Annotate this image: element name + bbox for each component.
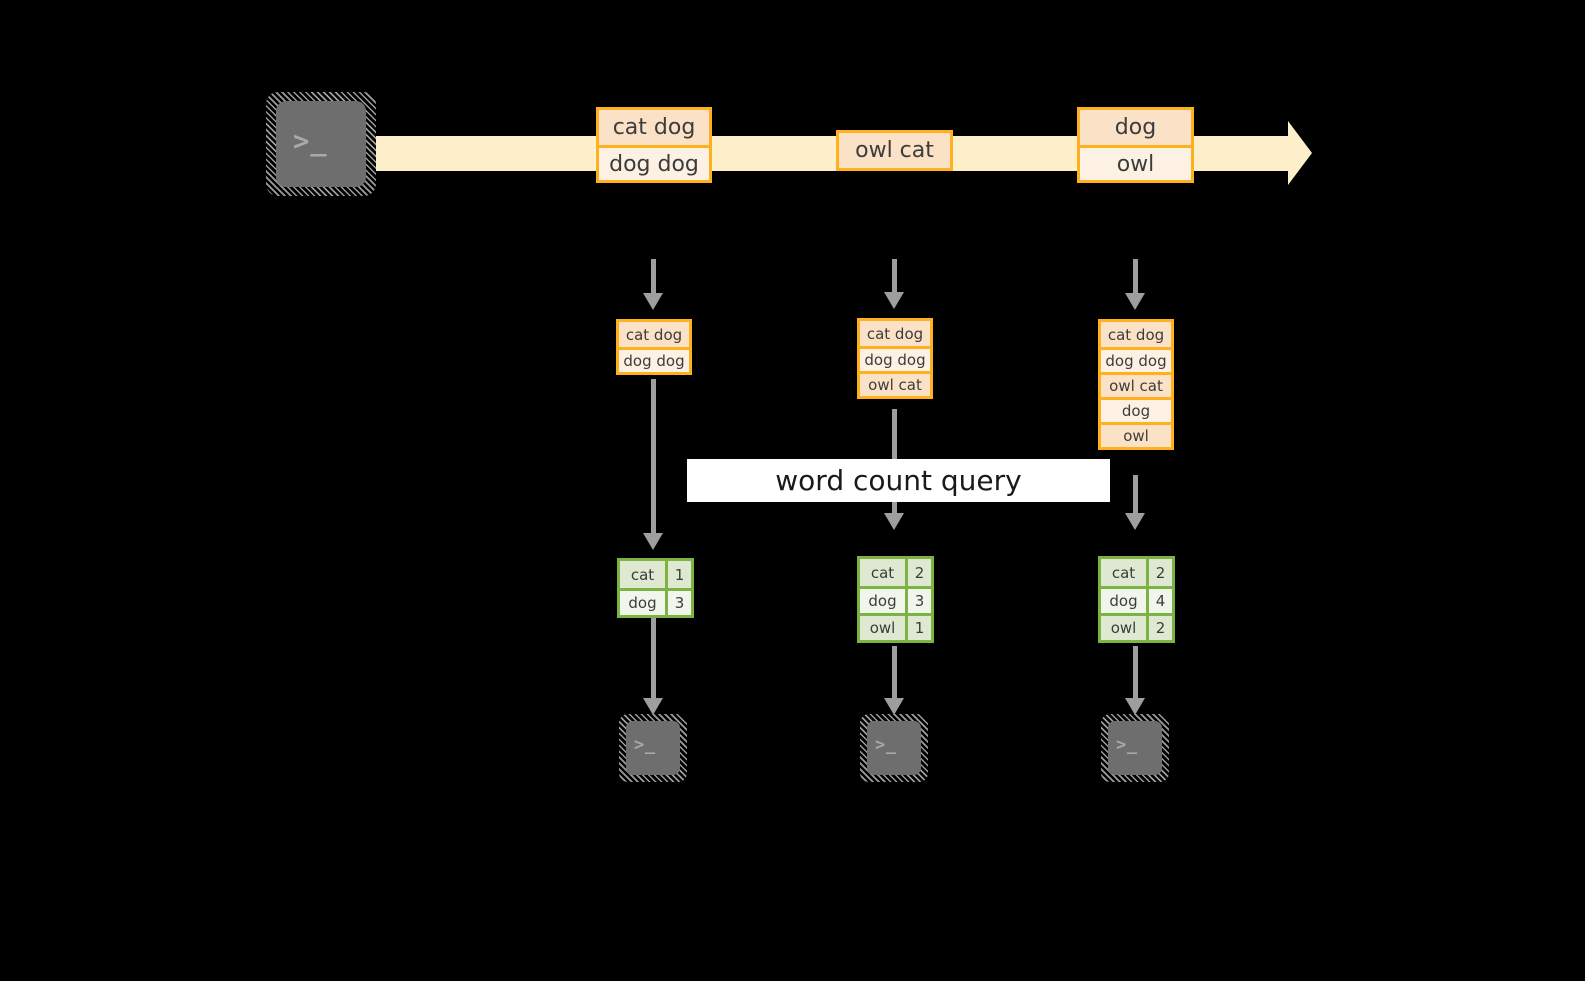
- snapshot-1: cat dog dog dog: [616, 319, 692, 375]
- table-row: owl 1: [860, 613, 931, 640]
- result-2-count-2: 3: [905, 589, 931, 613]
- stream-record-1: cat dog dog dog: [596, 107, 712, 183]
- sink-terminal-icon-3: >_: [1101, 714, 1169, 782]
- snapshot-3-dashed-arrowhead: [1125, 293, 1145, 310]
- terminal-prompt-glyph: >_: [875, 735, 897, 755]
- result-2-word-2: dog: [860, 589, 906, 613]
- result-1-word-2: dog: [620, 591, 666, 615]
- result-3-word-3: owl: [1101, 616, 1147, 640]
- result-3-word-2: dog: [1101, 589, 1147, 613]
- query-1-connector: [651, 379, 656, 544]
- terminal-body: [1108, 721, 1162, 775]
- stream-record-3-line-2: owl: [1080, 145, 1191, 180]
- stream-record-2-line-1: owl cat: [839, 133, 950, 168]
- query-3-arrowhead: [1125, 513, 1145, 530]
- result-2-count-1: 2: [905, 559, 931, 586]
- terminal-prompt-glyph: >_: [1116, 735, 1138, 755]
- result-table-2: cat 2 dog 3 owl 1: [857, 556, 934, 643]
- result-1-count-2: 3: [665, 591, 691, 615]
- snapshot-3-line-4: dog: [1101, 397, 1171, 422]
- result-3-count-3: 2: [1146, 616, 1172, 640]
- result-2-count-3: 1: [905, 616, 931, 640]
- stream-record-1-line-2: dog dog: [599, 145, 709, 180]
- result-3-count-2: 4: [1146, 589, 1172, 613]
- sink-2-connector: [892, 646, 897, 706]
- query-2-arrowhead: [884, 513, 904, 530]
- snapshot-3: cat dog dog dog owl cat dog owl: [1098, 319, 1174, 450]
- snapshot-2-line-3: owl cat: [860, 371, 930, 396]
- snapshot-3-dashed-connector: [1133, 259, 1138, 297]
- stream-record-3: dog owl: [1077, 107, 1194, 183]
- table-row: cat 1: [620, 561, 691, 588]
- terminal-body: [276, 101, 366, 187]
- sink-1-arrowhead: [643, 698, 663, 715]
- stream-record-3-line-1: dog: [1080, 110, 1191, 145]
- snapshot-2-dashed-connector: [892, 259, 897, 297]
- snapshot-2-line-1: cat dog: [860, 321, 930, 346]
- sink-terminal-icon-1: >_: [619, 714, 687, 782]
- query-3-connector: [1133, 475, 1138, 522]
- result-1-count-1: 1: [665, 561, 691, 588]
- table-row: dog 3: [860, 586, 931, 613]
- snapshot-2-line-2: dog dog: [860, 346, 930, 371]
- sink-terminal-icon-2: >_: [860, 714, 928, 782]
- result-2-word-1: cat: [860, 559, 906, 586]
- snapshot-2: cat dog dog dog owl cat: [857, 318, 933, 399]
- sink-3-connector: [1133, 646, 1138, 706]
- snapshot-1-line-2: dog dog: [619, 347, 689, 372]
- table-row: owl 2: [1101, 613, 1172, 640]
- result-1-word-1: cat: [620, 561, 666, 588]
- snapshot-1-dashed-connector: [651, 259, 656, 297]
- table-row: cat 2: [1101, 559, 1172, 586]
- table-row: dog 4: [1101, 586, 1172, 613]
- result-3-word-1: cat: [1101, 559, 1147, 586]
- result-2-word-3: owl: [860, 616, 906, 640]
- sink-3-arrowhead: [1125, 698, 1145, 715]
- table-row: dog 3: [620, 588, 691, 615]
- terminal-body: [626, 721, 680, 775]
- result-table-3: cat 2 dog 4 owl 2: [1098, 556, 1175, 643]
- stream-band-arrowhead: [1288, 121, 1312, 185]
- snapshot-3-line-2: dog dog: [1101, 347, 1171, 372]
- sink-2-arrowhead: [884, 698, 904, 715]
- table-row: cat 2: [860, 559, 931, 586]
- snapshot-2-dashed-arrowhead: [884, 292, 904, 309]
- terminal-prompt-glyph: >_: [634, 735, 656, 755]
- query-label: word count query: [687, 459, 1110, 502]
- snapshot-1-dashed-arrowhead: [643, 293, 663, 310]
- terminal-prompt-glyph: >_: [293, 126, 328, 157]
- snapshot-3-line-5: owl: [1101, 422, 1171, 447]
- stream-record-2: owl cat: [836, 130, 953, 171]
- source-terminal-icon: >_: [266, 92, 376, 196]
- result-table-1: cat 1 dog 3: [617, 558, 694, 618]
- snapshot-3-line-1: cat dog: [1101, 322, 1171, 347]
- terminal-body: [867, 721, 921, 775]
- stream-record-1-line-1: cat dog: [599, 110, 709, 145]
- snapshot-3-line-3: owl cat: [1101, 372, 1171, 397]
- result-3-count-1: 2: [1146, 559, 1172, 586]
- snapshot-1-line-1: cat dog: [619, 322, 689, 347]
- sink-1-connector: [651, 618, 656, 706]
- query-1-arrowhead: [643, 533, 663, 550]
